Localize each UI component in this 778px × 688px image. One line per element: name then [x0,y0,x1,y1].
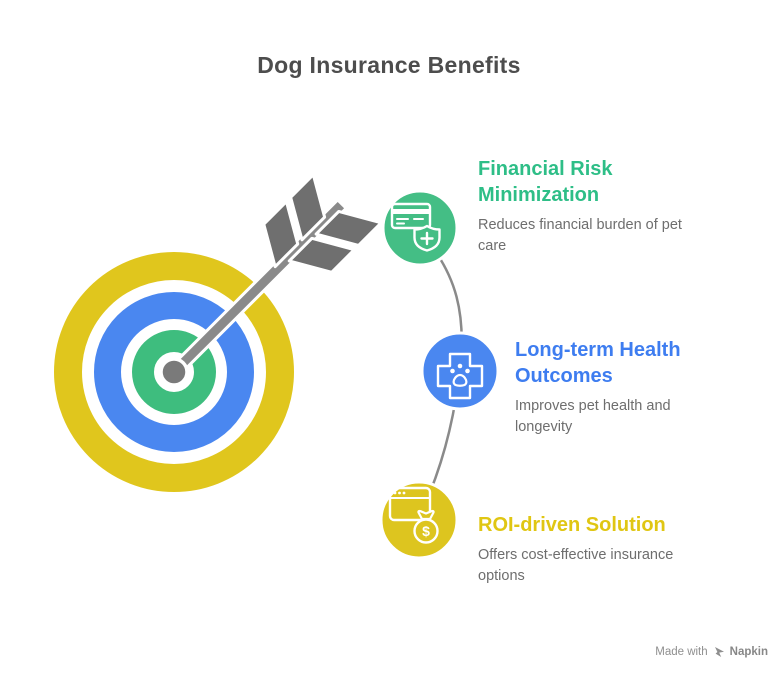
credit-card-icon [390,202,432,230]
dollar-sign: $ [422,523,430,539]
plus-icon [420,231,434,246]
bullseye-target [54,173,383,492]
fletching-vane [314,209,383,247]
fletching-vane [289,173,327,242]
benefit-roi-solution: ROI-driven Solution Offers cost-effectiv… [478,512,718,587]
fletching-vane [262,200,300,269]
watermark-text: Made with [655,646,708,658]
arrow-shaft [170,201,345,376]
napkin-watermark[interactable]: Made with Napkin [655,646,768,658]
benefit-heading: Financial Risk Minimization [478,158,613,206]
napkin-logo-icon [714,647,724,657]
benefit-icon-health [420,331,500,411]
fletching-vane [287,236,356,274]
money-bag-icon: $ [413,509,439,544]
icon-circle-blue [420,331,500,411]
benefit-financial-risk: Financial Risk Minimization Reduces fina… [478,156,718,257]
benefit-heading: Long-term Health Outcomes [515,339,681,387]
benefit-icon-financial [381,189,459,267]
arrow-fletching [262,173,383,274]
medical-cross-icon [436,352,484,400]
arrow [168,173,383,378]
benefit-icon-roi: $ [379,480,459,560]
benefit-description: Improves pet health and longevity [515,398,671,435]
target-ring-middle [94,292,254,452]
paw-print-icon [450,363,470,387]
benefit-description: Reduces financial burden of pet care [478,217,682,254]
target-center-dot [159,357,189,387]
target-ring-outer [54,252,294,492]
watermark-brand: Napkin [729,646,768,658]
benefit-description: Offers cost-effective insurance options [478,547,674,584]
target-ring-inner [132,330,216,414]
benefit-heading: ROI-driven Solution [478,514,666,536]
browser-window-icon [388,486,432,522]
page-title: Dog Insurance Benefits [257,52,521,78]
benefit-health-outcomes: Long-term Health Outcomes Improves pet h… [515,337,735,438]
shield-plus-icon [413,224,441,252]
